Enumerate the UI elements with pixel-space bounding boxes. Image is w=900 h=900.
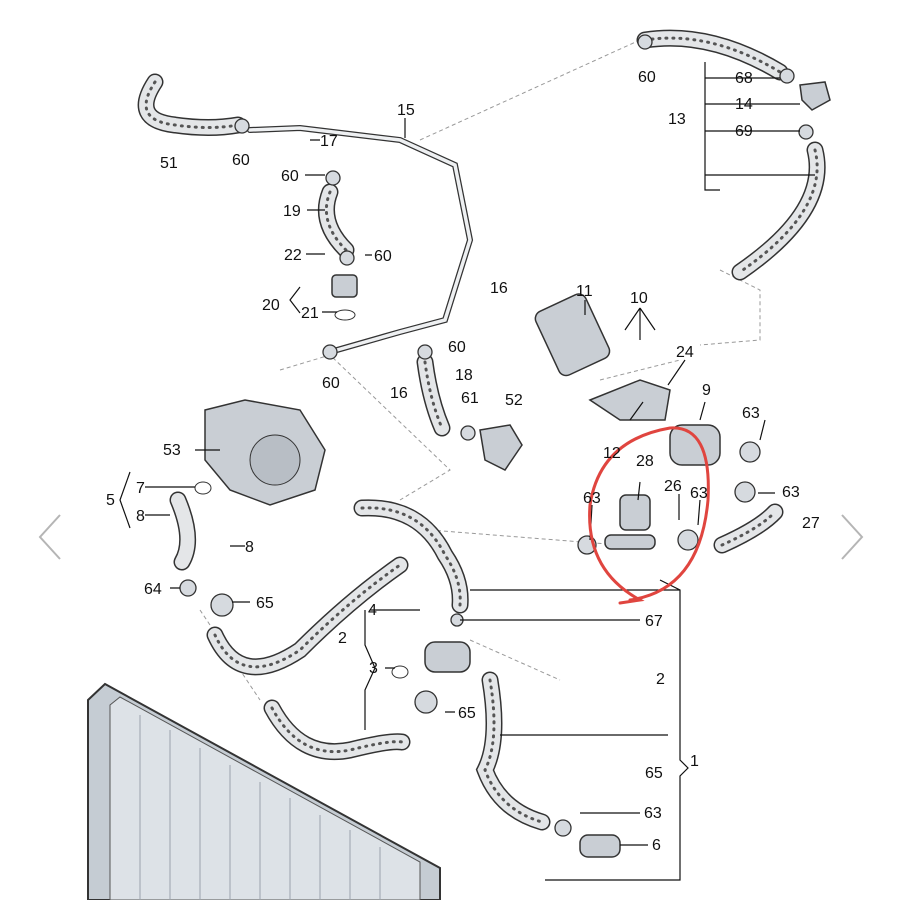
callout: 20 (262, 297, 280, 314)
callout: 9 (702, 382, 711, 399)
callout: 27 (802, 515, 820, 532)
callout: 60 (281, 168, 299, 185)
callout: 51 (160, 155, 178, 172)
callout: 63 (644, 805, 662, 822)
red-circle-annotation (588, 426, 710, 605)
callout: 69 (735, 123, 753, 140)
callout: 65 (256, 595, 274, 612)
callout: 13 (668, 111, 686, 128)
prev-image-chevron-icon[interactable] (38, 514, 61, 560)
callout: 5 (106, 492, 115, 509)
callout: 63 (782, 484, 800, 501)
guide-lines (199, 39, 761, 701)
hose-lower (263, 699, 411, 761)
callout: 3 (369, 660, 378, 677)
callout: 12 (603, 445, 621, 462)
callout: 15 (397, 102, 415, 119)
bracket-24 (588, 379, 671, 421)
radiator (87, 682, 441, 900)
callout: 19 (283, 203, 301, 220)
hose-8 (169, 491, 197, 571)
callout: 10 (630, 290, 648, 307)
callout: 64 (144, 581, 162, 598)
part-20 (331, 274, 358, 298)
callout: 22 (284, 247, 302, 264)
leader-lines (119, 62, 815, 881)
callout: 8 (136, 508, 145, 525)
callout: 2 (656, 671, 665, 688)
callout: 2 (338, 630, 347, 647)
oring-3 (391, 665, 409, 679)
hose-right-lower (475, 671, 551, 831)
callout: 1 (690, 753, 699, 770)
callout: 11 (576, 283, 593, 300)
callout: 16 (490, 280, 508, 297)
hose-18 (416, 353, 451, 437)
callout: 28 (636, 453, 654, 470)
callout: 60 (374, 248, 392, 265)
callout: 65 (458, 705, 476, 722)
callout: 65 (645, 765, 663, 782)
hose-19 (317, 183, 355, 259)
callout: 18 (455, 367, 473, 384)
connector-14 (799, 81, 831, 111)
callout: 4 (368, 602, 377, 619)
hoses (137, 29, 826, 831)
elbow-6 (579, 834, 621, 858)
callout: 21 (301, 305, 319, 322)
oring-7 (194, 481, 212, 495)
callout: 63 (583, 490, 601, 507)
hose-upper-main (353, 499, 469, 614)
callout: 24 (676, 344, 694, 361)
hose-27 (713, 503, 784, 554)
sensor-11 (534, 293, 611, 377)
callout: 7 (136, 480, 145, 497)
parts (179, 34, 831, 858)
callout: 6 (652, 837, 661, 854)
callout: 61 (461, 390, 479, 407)
hose-13 (731, 141, 826, 281)
callout: 26 (664, 478, 682, 495)
callout: 60 (638, 69, 656, 86)
callout: 60 (322, 375, 340, 392)
callout: 67 (645, 613, 663, 630)
valve-28-base (604, 534, 656, 550)
callout: 63 (742, 405, 760, 422)
callout: 16 (390, 385, 408, 402)
clamps (179, 34, 814, 837)
flange-2 (424, 641, 471, 673)
callout: 63 (690, 485, 708, 502)
hose-51 (137, 73, 247, 136)
next-image-chevron-icon[interactable] (841, 514, 864, 560)
hose-mid (206, 556, 409, 676)
callout: 14 (735, 96, 753, 113)
callout: 52 (505, 392, 523, 409)
callout-labels: 60 68 14 13 69 51 60 17 15 60 19 22 60 1… (106, 69, 820, 854)
housing-52 (479, 424, 523, 471)
callout: 53 (163, 442, 181, 459)
callout: 60 (448, 339, 466, 356)
callout: 8 (245, 539, 254, 556)
hose-top (636, 29, 789, 81)
oring-21 (334, 309, 356, 321)
callout: 60 (232, 152, 250, 169)
coolant-pipe-15 (247, 124, 474, 355)
callout: 68 (735, 70, 753, 87)
valve-28 (619, 494, 651, 531)
pump-9 (669, 424, 721, 466)
callout: 17 (320, 133, 338, 150)
